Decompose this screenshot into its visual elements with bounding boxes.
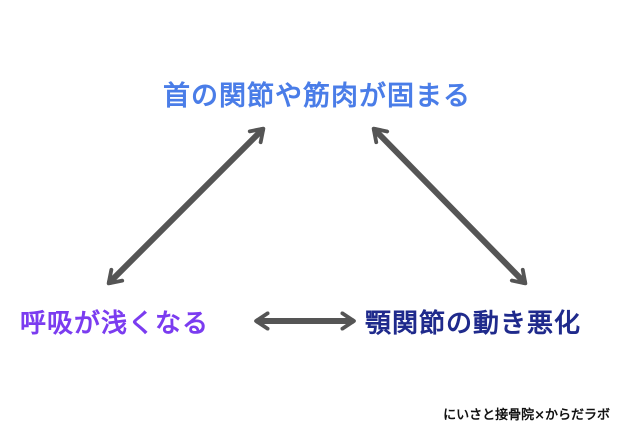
node-neck-joints-muscles-stiffen: 首の関節や筋肉が固まる [163, 81, 471, 112]
node-jaw-joint-movement-worsens: 顎関節の動き悪化 [365, 309, 582, 339]
arrow-top-left [106, 126, 266, 286]
arrow-top-right [371, 126, 528, 286]
credit-text: にいさと接骨院×からだラボ [443, 408, 610, 423]
node-shallow-breathing: 呼吸が浅くなる [20, 309, 210, 339]
